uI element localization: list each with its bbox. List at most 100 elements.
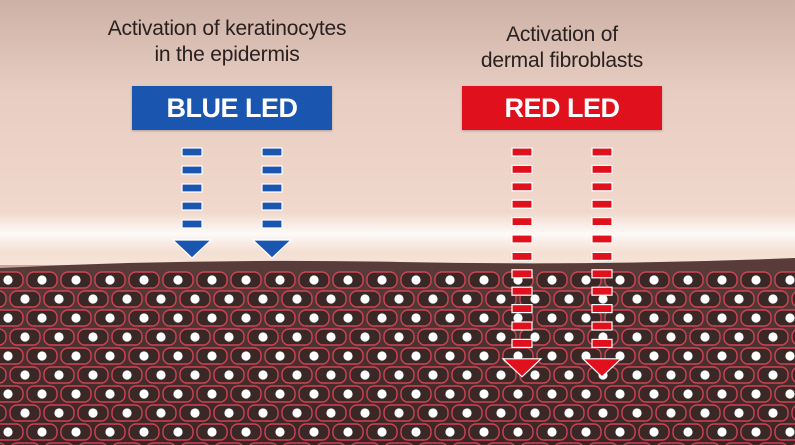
cell-nucleus xyxy=(734,294,744,304)
red-led-arrow xyxy=(581,147,623,378)
arrow-dash xyxy=(591,234,613,244)
cell-nucleus xyxy=(275,351,285,361)
cell-nucleus xyxy=(20,408,30,418)
cell-nucleus xyxy=(632,294,642,304)
cell-nucleus xyxy=(479,313,489,323)
cell-nucleus xyxy=(3,275,13,285)
cell-nucleus xyxy=(649,427,659,437)
red-led-caption-line-2: dermal fibroblasts xyxy=(480,49,644,72)
arrow-dash xyxy=(261,183,283,193)
cell-nucleus xyxy=(479,427,489,437)
cell-nucleus xyxy=(479,389,489,399)
cell-nucleus xyxy=(666,332,676,342)
cell-nucleus xyxy=(343,427,353,437)
cell-nucleus xyxy=(343,351,353,361)
cell-nucleus xyxy=(275,275,285,285)
cell-nucleus xyxy=(122,370,132,380)
cell-nucleus xyxy=(547,427,557,437)
skin-cell xyxy=(0,404,7,422)
cell-nucleus xyxy=(20,332,30,342)
cell-nucleus xyxy=(445,389,455,399)
led-arrows xyxy=(171,147,623,378)
cell-nucleus xyxy=(496,370,506,380)
cell-nucleus xyxy=(207,313,217,323)
cell-nucleus xyxy=(632,408,642,418)
cell-nucleus xyxy=(105,427,115,437)
cell-nucleus xyxy=(581,275,591,285)
cell-nucleus xyxy=(666,408,676,418)
cell-nucleus xyxy=(615,313,625,323)
cell-nucleus xyxy=(37,389,47,399)
cell-nucleus xyxy=(360,332,370,342)
arrow-dash xyxy=(511,251,533,261)
cell-nucleus xyxy=(717,313,727,323)
cell-nucleus xyxy=(632,370,642,380)
cell-nucleus xyxy=(717,351,727,361)
cell-nucleus xyxy=(309,275,319,285)
cell-nucleus xyxy=(3,389,13,399)
arrow-dash xyxy=(511,304,533,314)
cell-nucleus xyxy=(20,294,30,304)
cell-nucleus xyxy=(156,294,166,304)
cell-nucleus xyxy=(258,370,268,380)
cell-nucleus xyxy=(462,332,472,342)
cell-nucleus xyxy=(530,294,540,304)
cell-nucleus xyxy=(326,294,336,304)
cell-nucleus xyxy=(598,294,608,304)
cell-nucleus xyxy=(139,275,149,285)
cell-nucleus xyxy=(292,294,302,304)
cell-nucleus xyxy=(394,370,404,380)
cell-nucleus xyxy=(547,351,557,361)
cell-nucleus xyxy=(156,408,166,418)
arrow-dash xyxy=(591,164,613,174)
skin-cell xyxy=(0,366,7,384)
cell-nucleus xyxy=(292,332,302,342)
cell-nucleus xyxy=(258,332,268,342)
cell-nucleus xyxy=(479,351,489,361)
cell-nucleus xyxy=(122,408,132,418)
arrow-dash xyxy=(591,147,613,157)
blue-led-label-text: BLUE LED xyxy=(166,92,299,123)
cell-nucleus xyxy=(734,332,744,342)
red-led-caption-line-1: Activation of xyxy=(506,23,618,46)
red-led-label: RED LED xyxy=(462,86,662,130)
cell-nucleus xyxy=(343,389,353,399)
cell-nucleus xyxy=(258,294,268,304)
cell-nucleus xyxy=(683,389,693,399)
cell-nucleus xyxy=(258,408,268,418)
cell-nucleus xyxy=(615,275,625,285)
cell-nucleus xyxy=(649,313,659,323)
arrow-dash xyxy=(591,182,613,192)
cell-nucleus xyxy=(377,389,387,399)
cell-nucleus xyxy=(547,389,557,399)
cell-nucleus xyxy=(666,370,676,380)
cell-nucleus xyxy=(428,332,438,342)
cell-nucleus xyxy=(224,408,234,418)
arrow-dash xyxy=(591,304,613,314)
cell-nucleus xyxy=(700,332,710,342)
red-led-arrow xyxy=(501,147,543,378)
arrow-dash xyxy=(591,217,613,227)
skin-cell xyxy=(0,328,7,346)
cell-nucleus xyxy=(394,332,404,342)
cell-nucleus xyxy=(156,370,166,380)
cell-nucleus xyxy=(71,351,81,361)
cell-nucleus xyxy=(785,427,795,437)
cell-nucleus xyxy=(615,389,625,399)
cell-nucleus xyxy=(54,370,64,380)
red-led-caption: Activation of dermal fibroblasts xyxy=(422,22,702,74)
cell-nucleus xyxy=(377,275,387,285)
arrow-dash xyxy=(591,269,613,279)
cell-nucleus xyxy=(581,427,591,437)
cell-nucleus xyxy=(71,427,81,437)
arrow-dash xyxy=(591,251,613,261)
cell-nucleus xyxy=(343,275,353,285)
cell-nucleus xyxy=(105,389,115,399)
cell-nucleus xyxy=(173,427,183,437)
arrow-dash xyxy=(511,269,533,279)
cell-nucleus xyxy=(717,427,727,437)
skin-cell xyxy=(791,367,795,383)
arrow-head xyxy=(251,239,293,259)
cell-nucleus xyxy=(3,313,13,323)
